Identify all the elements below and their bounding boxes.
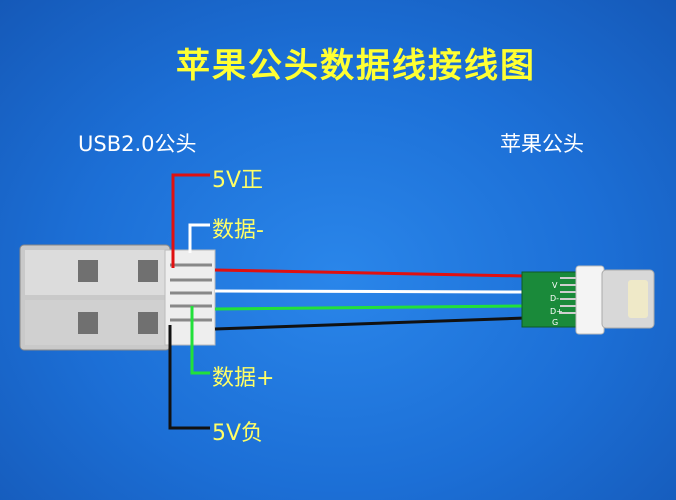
data-plus-callout-line — [190, 306, 210, 375]
usb-plug — [19, 244, 171, 351]
data-plus-wire — [214, 304, 526, 311]
data-minus-wire — [214, 289, 526, 294]
data-plus-pin-label: 数据+ — [212, 366, 275, 391]
usb-label: USB2.0公头 — [78, 132, 197, 156]
pcb-label: D+ — [550, 307, 563, 316]
gnd-pin-label: 5V负 — [212, 421, 264, 446]
pcb-label: G — [552, 318, 558, 327]
vcc-pin-label: 5V正 — [212, 168, 264, 193]
vcc-callout-line — [171, 173, 210, 268]
lightning-label: 苹果公头 — [500, 132, 584, 156]
data-minus-callout-line — [188, 223, 210, 253]
pcb-label: V — [552, 281, 558, 290]
page-title: 苹果公头数据线接线图 — [176, 46, 536, 86]
data-minus-pin-label: 数据- — [212, 218, 264, 243]
lightning-connector: V D- D+ G — [521, 265, 655, 335]
pcb-label: D- — [550, 294, 559, 303]
vcc-wire — [214, 268, 526, 278]
gnd-callout-line — [168, 325, 210, 430]
gnd-wire — [214, 316, 526, 331]
